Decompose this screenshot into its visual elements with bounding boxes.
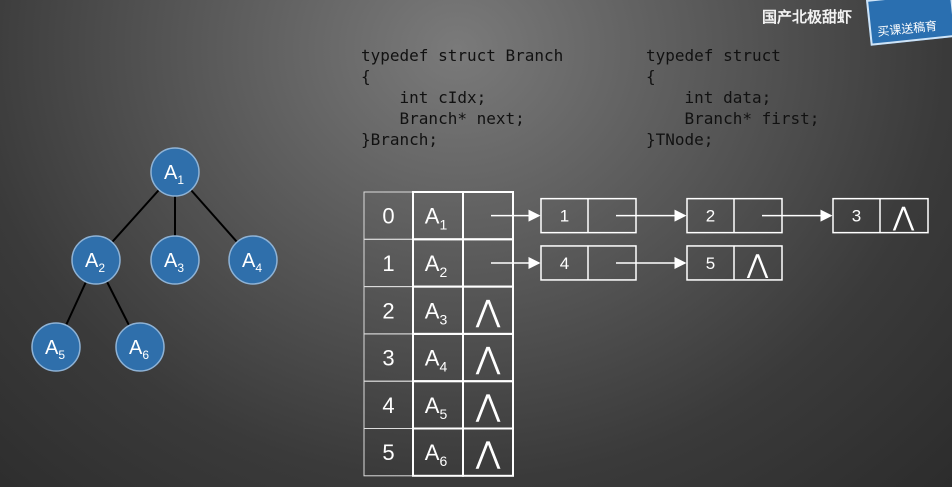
index-label: 2 — [382, 298, 394, 323]
null-symbol: ⋀ — [475, 390, 501, 423]
tree-node-a2: A2 — [71, 235, 121, 285]
branch-value: 3 — [852, 207, 861, 226]
branch-node: 1 — [540, 197, 687, 234]
branch-node: 2 — [686, 197, 833, 234]
code-tnode-struct: typedef struct { int data; Branch* first… — [646, 46, 820, 149]
index-label: 1 — [382, 251, 394, 276]
tree-node-label: A4 — [242, 250, 262, 275]
branch-value: 2 — [706, 207, 715, 226]
tree-node-label: A3 — [164, 250, 184, 275]
code-branch-struct: typedef struct Branch { int cIdx; Branch… — [361, 46, 564, 149]
watermark-text: 国产北极甜虾 — [762, 8, 853, 26]
tree-node-label: A5 — [45, 337, 65, 362]
tree-node-a6: A6 — [115, 322, 165, 372]
data-label: A5 — [425, 393, 448, 422]
branch-node: 4 — [540, 245, 687, 281]
index-label: 5 — [382, 440, 394, 465]
tree-node-label: A6 — [129, 337, 149, 362]
branch-value: 4 — [560, 254, 569, 273]
index-label: 0 — [382, 204, 394, 229]
null-symbol: ⋀ — [892, 202, 915, 232]
branch-node: 5⋀ — [686, 245, 783, 281]
tree-node-a1: A1 — [150, 147, 200, 197]
data-label: A1 — [425, 204, 448, 233]
branch-node: 3⋀ — [832, 197, 929, 234]
null-symbol: ⋀ — [475, 437, 501, 470]
null-symbol: ⋀ — [475, 343, 501, 376]
data-label: A3 — [425, 298, 448, 327]
tree-node-a3: A3 — [150, 235, 200, 285]
null-symbol: ⋀ — [475, 295, 501, 328]
branch-value: 5 — [706, 254, 715, 273]
index-label: 4 — [382, 393, 394, 418]
data-label: A2 — [425, 251, 448, 280]
tree-node-a5: A5 — [31, 322, 81, 372]
tree-node-label: A2 — [85, 250, 105, 275]
tree-node-label: A1 — [164, 162, 184, 187]
null-symbol: ⋀ — [746, 249, 769, 279]
branch-value: 1 — [560, 207, 569, 226]
tree-node-a4: A4 — [228, 235, 278, 285]
data-label: A4 — [425, 346, 448, 375]
first-cell — [462, 427, 514, 477]
data-label: A6 — [425, 440, 448, 469]
index-label: 3 — [382, 346, 394, 371]
